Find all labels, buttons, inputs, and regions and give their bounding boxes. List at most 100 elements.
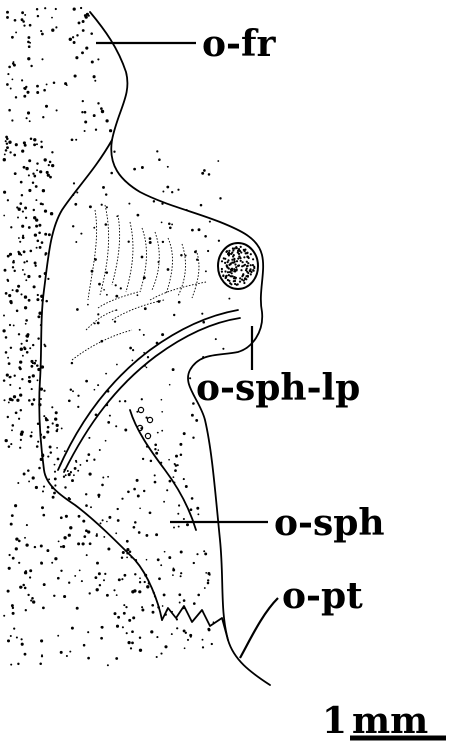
stipple-dot: [73, 8, 76, 11]
stipple-dot: [25, 279, 27, 281]
stipple-dot: [56, 447, 58, 449]
stipple-dot: [47, 278, 49, 280]
stipple-dot: [71, 362, 73, 364]
stipple-dot: [11, 399, 14, 402]
stipple-dot: [74, 74, 77, 77]
stipple-dot: [146, 585, 149, 588]
stipple-dot: [16, 310, 19, 313]
stipple-dot: [25, 319, 28, 322]
stipple-dot: [207, 579, 209, 581]
stipple-dot: [87, 657, 90, 660]
stipple-dot: [54, 557, 57, 560]
foramen-dot: [243, 282, 245, 284]
stipple-dot: [106, 206, 108, 208]
stipple-dot: [32, 476, 35, 479]
foramen-dot: [237, 265, 239, 267]
stipple-dot: [183, 599, 186, 602]
stipple-dot: [53, 492, 56, 495]
stipple-dot: [71, 627, 74, 630]
stipple-dot: [100, 522, 102, 524]
stipple-dot: [155, 533, 158, 536]
stipple-dot: [34, 175, 36, 177]
foramen-dot: [252, 258, 254, 260]
stipple-dot: [151, 604, 154, 607]
stipple-dot: [41, 241, 44, 244]
stipple-dot: [186, 523, 189, 526]
stipple-dot: [30, 65, 32, 67]
foramen-dot: [240, 260, 242, 262]
stipple-dot: [25, 335, 28, 338]
foramen-dot: [249, 270, 251, 272]
stipple-dot: [6, 146, 9, 149]
stipple-dot: [60, 651, 63, 654]
stipple-dot: [8, 362, 11, 365]
stipple-dot: [123, 612, 126, 615]
stipple-dot: [23, 346, 25, 348]
stipple-dot: [36, 162, 38, 164]
stipple-dot: [21, 378, 23, 380]
stipple-dot: [21, 18, 24, 21]
stipple-dot: [134, 521, 137, 524]
stipple-dot: [141, 398, 143, 400]
stipple-dot: [204, 587, 206, 589]
stipple-dot: [50, 212, 53, 215]
stipple-dot: [48, 478, 50, 480]
stipple-dot: [202, 321, 205, 324]
foramen-dot: [230, 253, 232, 255]
stipple-dot: [40, 141, 42, 143]
stipple-dot: [82, 20, 85, 23]
stipple-dot: [75, 139, 77, 141]
stipple-dot: [168, 556, 171, 559]
stipple-dot: [34, 233, 37, 236]
stipple-dot: [46, 430, 49, 433]
scale-bar: 1 mm: [322, 700, 446, 742]
stipple-dot: [24, 295, 27, 298]
stipple-dot: [228, 298, 230, 300]
stipple-dot: [122, 626, 124, 628]
stipple-dot: [93, 75, 96, 78]
stipple-dot: [191, 229, 194, 232]
stipple-dot: [9, 324, 11, 326]
stipple-dot: [105, 223, 108, 226]
stipple-dot: [86, 13, 89, 16]
foramen-dot: [227, 259, 229, 261]
stipple-dot: [75, 56, 78, 59]
stipple-dot: [15, 31, 17, 33]
stipple-dot: [180, 572, 182, 574]
stipple-dot: [42, 189, 45, 192]
stipple-dot: [11, 119, 13, 121]
stipple-dot: [25, 86, 27, 88]
stipple-dot: [43, 436, 46, 439]
stipple-dot: [120, 287, 122, 289]
stipple-dot: [96, 562, 99, 565]
foramen-dot: [225, 275, 227, 277]
stipple-dot: [60, 516, 63, 519]
stipple-dot: [81, 111, 83, 113]
stipple-dot: [29, 569, 32, 572]
stipple-dot: [40, 562, 43, 565]
stipple-dot: [4, 153, 6, 155]
stipple-dot: [6, 279, 8, 281]
stipple-dot: [56, 109, 58, 111]
stipple-dot: [174, 469, 177, 472]
inner-contour: [130, 410, 196, 530]
foramen-dot: [228, 264, 230, 266]
stipple-dot: [183, 518, 185, 520]
stipple-dot: [31, 431, 33, 433]
stipple-dot: [41, 506, 44, 509]
stipple-dot: [18, 333, 20, 335]
stipple-dot: [17, 482, 19, 484]
stipple-dot: [133, 526, 136, 529]
stipple-dot: [21, 643, 24, 646]
stipple-dot: [3, 158, 6, 161]
stipple-dot: [122, 551, 125, 554]
foramen-dot: [250, 253, 252, 255]
stipple-dot: [39, 170, 42, 173]
stipple-dot: [136, 479, 139, 482]
stipple-dot: [156, 636, 158, 638]
stipple-dot: [87, 304, 89, 306]
stipple-dot: [28, 174, 30, 176]
stipple-dot: [32, 362, 34, 364]
stipple-dot: [5, 140, 7, 142]
foramen-dot: [232, 275, 234, 277]
